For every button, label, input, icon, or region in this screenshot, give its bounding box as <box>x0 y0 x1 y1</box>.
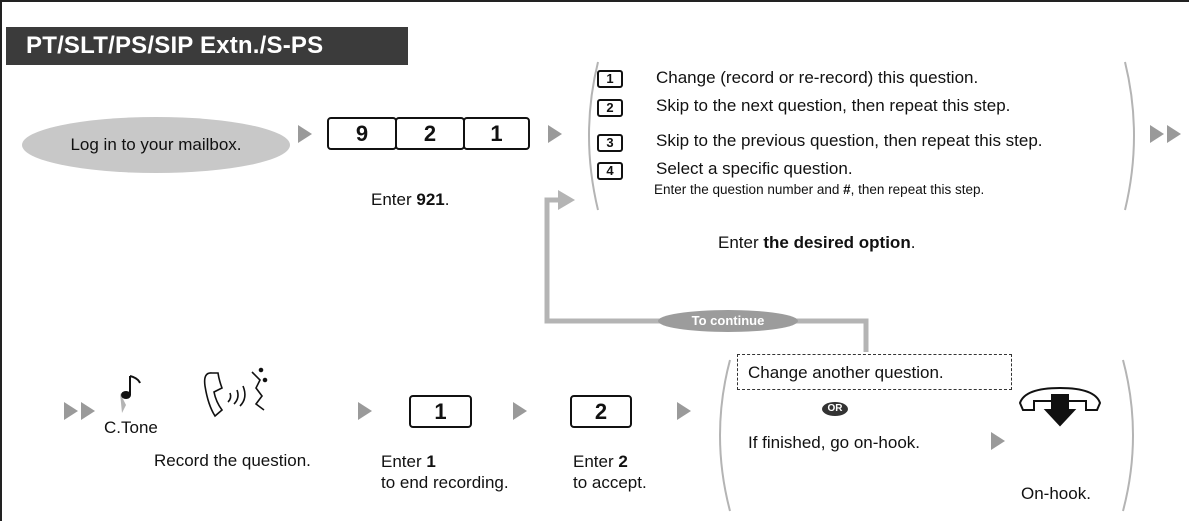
option-key-4: 4 <box>597 162 623 180</box>
enter-1-key: 1 <box>426 452 436 471</box>
enter-1-line2: to end recording. <box>381 473 509 492</box>
enter-2-prefix: Enter <box>573 452 619 471</box>
to-continue-oval: To continue <box>658 310 798 332</box>
enter-1-label: Enter 1 to end recording. <box>381 451 509 493</box>
enter-921-label: Enter 921. <box>371 190 449 210</box>
change-another-box <box>737 354 1012 390</box>
key-2: 2 <box>395 117 465 150</box>
desired-suffix: . <box>910 233 916 252</box>
music-note-icon <box>120 375 141 413</box>
play-triangle-icon <box>358 402 372 420</box>
enter-2-key: 2 <box>618 452 628 471</box>
options-bracket-left <box>588 61 599 211</box>
option-2-text: Skip to the next question, then repeat t… <box>656 96 1011 115</box>
option-key-2: 2 <box>597 99 623 117</box>
option-4-text: Select a specific question. <box>656 159 853 178</box>
options-bracket-right <box>1124 61 1135 211</box>
double-arrow-icon <box>81 402 95 420</box>
enter-2-line2: to accept. <box>573 473 647 492</box>
if-finished-label: If finished, go on-hook. <box>748 433 921 452</box>
key-1-end: 1 <box>409 395 472 428</box>
play-triangle-icon <box>548 125 562 143</box>
option-1-text: Change (record or re-record) this questi… <box>656 68 979 87</box>
onhook-label: On-hook. <box>1021 484 1091 503</box>
login-oval: Log in to your mailbox. <box>22 117 290 173</box>
loop-arrowhead <box>558 190 575 210</box>
play-triangle-icon <box>298 125 312 143</box>
or-label: OR <box>827 403 843 414</box>
key-2-accept: 2 <box>570 395 632 428</box>
end-bracket-right <box>1122 359 1134 512</box>
speaking-handset-icon <box>203 367 268 418</box>
double-arrow-icon <box>64 402 78 420</box>
ctone-label: C.Tone <box>104 418 158 437</box>
enter-suffix: . <box>444 190 450 209</box>
or-badge: OR <box>822 402 848 416</box>
option-4-sub-prefix: Enter the question number and <box>654 182 844 197</box>
enter-1-prefix: Enter <box>381 452 427 471</box>
option-4-subtext: Enter the question number and #, then re… <box>654 182 984 197</box>
option-3-text: Skip to the previous question, then repe… <box>656 131 1043 150</box>
end-bracket-left <box>719 359 731 512</box>
double-arrow-icon <box>1167 125 1181 143</box>
enter-2-label: Enter 2 to accept. <box>573 451 647 493</box>
option-4-sub-suffix: , then repeat this step. <box>850 182 985 197</box>
record-question-label: Record the question. <box>154 451 311 470</box>
option-key-3: 3 <box>597 134 623 152</box>
desired-option-label: Enter the desired option. <box>718 233 915 253</box>
key-1: 1 <box>463 117 530 150</box>
login-label: Log in to your mailbox. <box>70 135 242 154</box>
change-another-label: Change another question. <box>748 363 944 382</box>
double-arrow-icon <box>1150 125 1164 143</box>
desired-prefix: Enter <box>718 233 764 252</box>
option-4-sub-hash: # <box>843 182 851 197</box>
option-key-1: 1 <box>597 70 623 88</box>
play-triangle-icon <box>677 402 691 420</box>
loop-line <box>544 197 869 352</box>
to-continue-label: To continue <box>691 313 765 328</box>
page-title: PT/SLT/PS/SIP Extn./S-PS <box>6 27 408 65</box>
key-9: 9 <box>327 117 397 150</box>
play-triangle-icon <box>991 432 1005 450</box>
onhook-handset-icon <box>1018 386 1102 427</box>
enter-code: 921 <box>416 190 445 209</box>
desired-bold: the desired option <box>763 233 911 252</box>
play-triangle-icon <box>513 402 527 420</box>
enter-prefix: Enter <box>371 190 417 209</box>
